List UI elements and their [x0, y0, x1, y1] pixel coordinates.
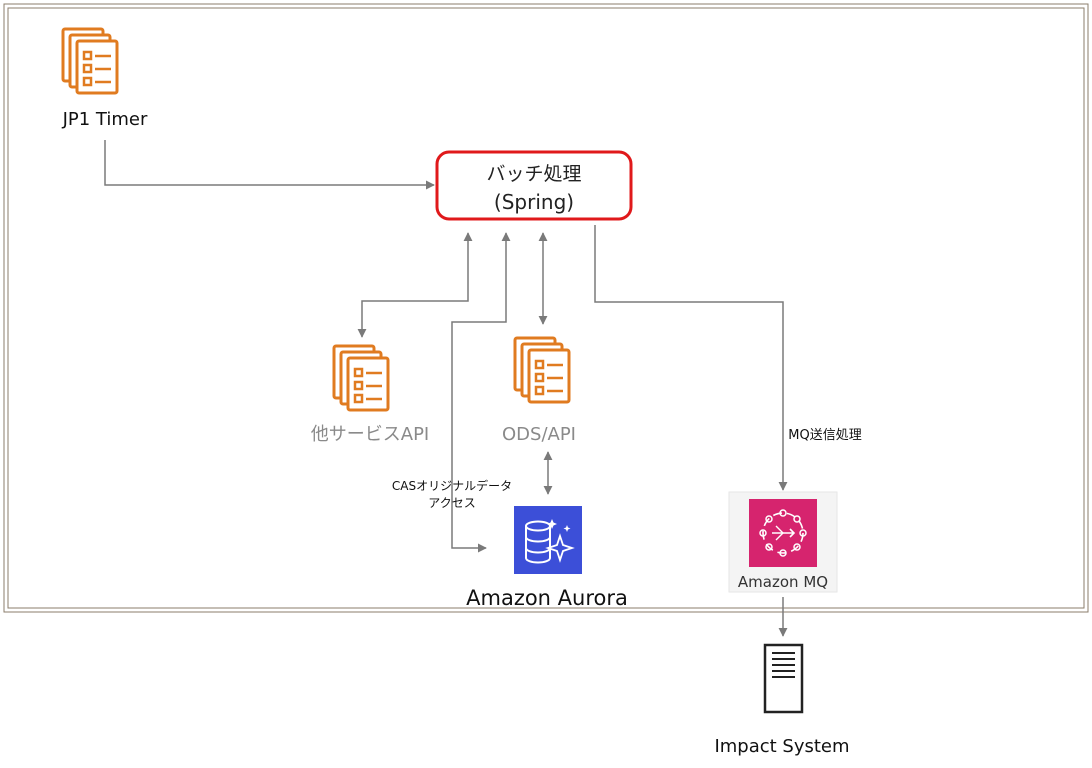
- document-list-icon: [61, 27, 119, 95]
- cas-access-label-line1: CASオリジナルデータ: [392, 478, 512, 493]
- amazon-mq-node: Amazon MQ: [728, 491, 838, 593]
- aurora-node: Amazon Aurora: [466, 506, 628, 610]
- jp1-timer-node: JP1 Timer: [61, 27, 148, 130]
- ods-api-node: ODS/API: [502, 336, 576, 445]
- server-icon: [763, 643, 804, 714]
- cas-access-label: CASオリジナルデータ アクセス: [392, 478, 512, 510]
- cas-access-label-line2: アクセス: [428, 496, 475, 510]
- message-queue-icon: [749, 499, 817, 567]
- arrow-jp1-to-batch: [104, 140, 435, 190]
- impact-system-label: Impact System: [714, 736, 849, 757]
- system-boundary-frame: [3, 3, 1089, 613]
- document-list-icon: [513, 336, 571, 404]
- batch-process-title: バッチ処理: [486, 163, 581, 185]
- amazon-mq-label: Amazon MQ: [738, 573, 828, 591]
- aurora-database-icon: [514, 506, 582, 574]
- batch-process-subtitle: (Spring): [494, 190, 574, 214]
- arrow-batch-other-api: [357, 232, 473, 338]
- ods-api-label: ODS/API: [502, 424, 576, 445]
- jp1-timer-label: JP1 Timer: [62, 109, 148, 130]
- other-service-api-label: 他サービスAPI: [311, 424, 429, 445]
- arrow-aurora-to-batch-cas: [451, 232, 511, 553]
- arrow-batch-to-mq: [594, 225, 788, 491]
- other-service-api-node: 他サービスAPI: [311, 344, 429, 445]
- mq-send-label: MQ送信処理: [788, 428, 861, 443]
- impact-system-node: Impact System: [714, 643, 850, 757]
- document-list-icon: [332, 344, 390, 412]
- aurora-label: Amazon Aurora: [466, 586, 628, 610]
- batch-process-node: バッチ処理 (Spring): [435, 150, 633, 221]
- system-boundary-frame-inner: [7, 7, 1085, 609]
- connectors: [104, 140, 788, 637]
